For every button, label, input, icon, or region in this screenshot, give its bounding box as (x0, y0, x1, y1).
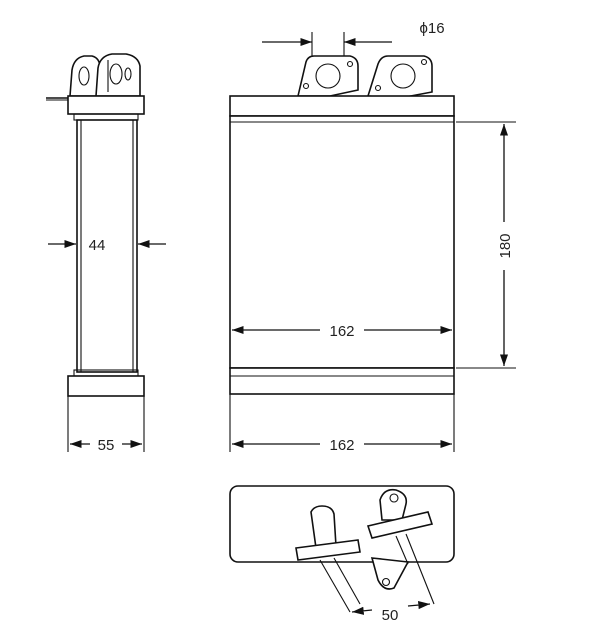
side-view-flanges (46, 53, 141, 101)
front-view-core (229, 115, 455, 369)
pipe-diameter-label: ϕ16 (419, 20, 444, 37)
side-view-overall-width-label: 55 (98, 437, 115, 454)
front-view-flange-left (296, 55, 359, 97)
side-view-core (76, 119, 138, 373)
side-view-top-tank (67, 95, 145, 115)
front-view-bottom-tank (229, 367, 455, 395)
core-width-label: 162 (329, 323, 354, 340)
overall-width-label: 162 (329, 437, 354, 454)
front-view: ϕ16 162 162 (229, 20, 516, 454)
top-view-mount-tab (370, 557, 410, 590)
core-height-label: 180 (497, 233, 514, 258)
top-view: 50 (229, 485, 455, 624)
front-view-top-tank (229, 95, 455, 117)
top-view-pipe-left (295, 505, 361, 613)
front-view-flange-right (366, 55, 433, 99)
pipe-spacing-label: 50 (382, 607, 399, 624)
side-view: 44 55 (46, 53, 166, 454)
side-view-width-label: 44 (89, 237, 106, 254)
top-view-pipe-right (366, 488, 435, 605)
side-view-bottom-tank (67, 375, 145, 397)
